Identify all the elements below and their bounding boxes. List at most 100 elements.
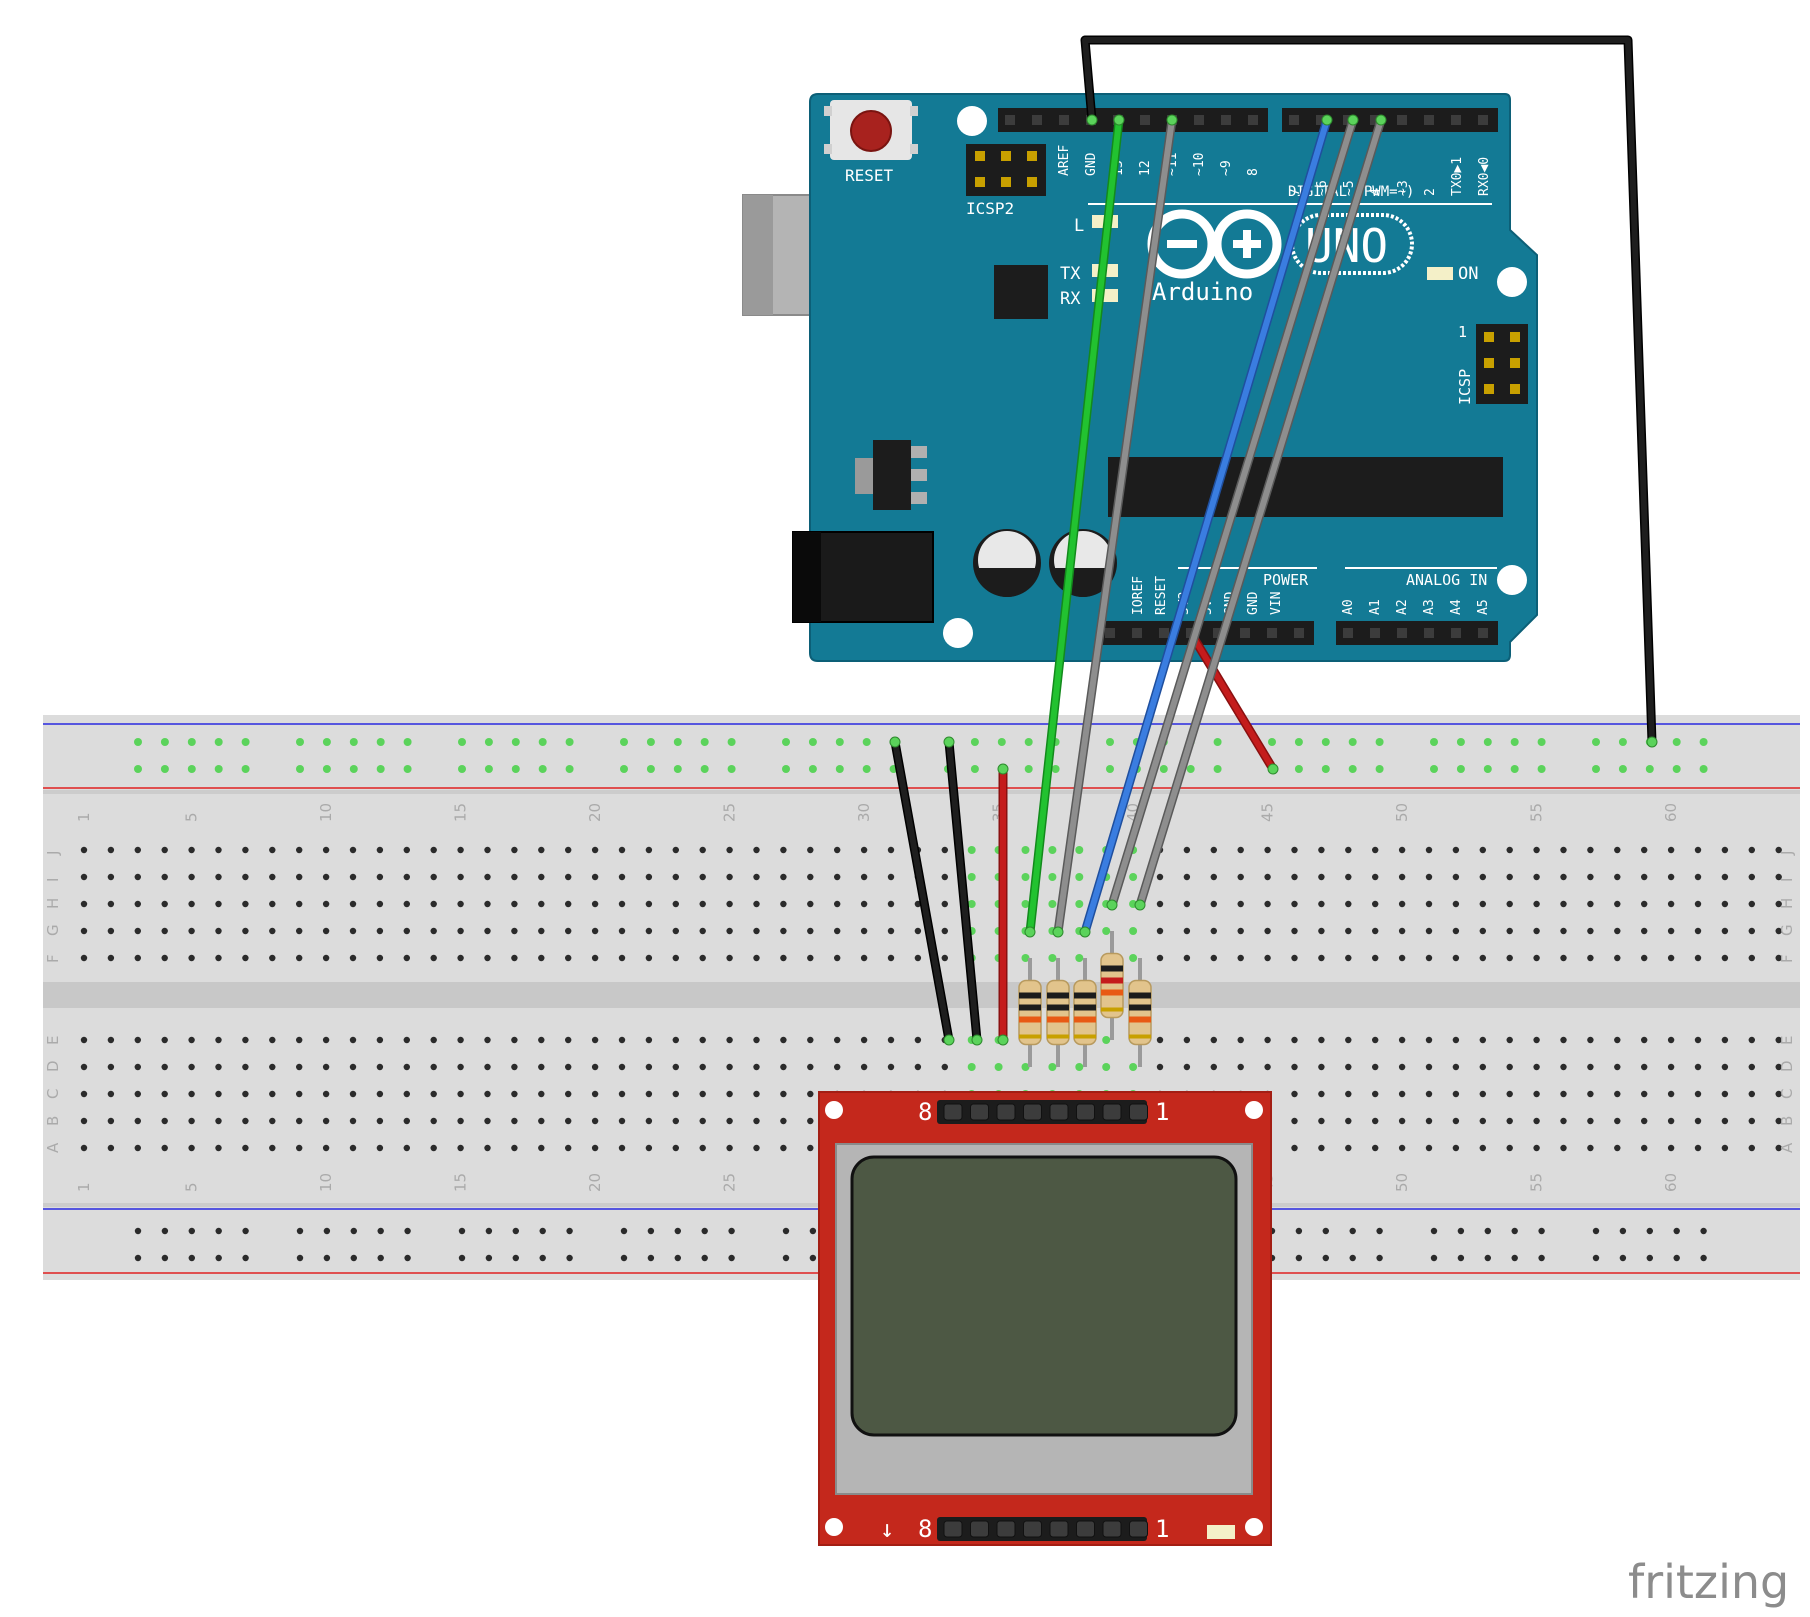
header-pin[interactable] <box>1451 628 1461 638</box>
header-pin[interactable] <box>1451 115 1461 125</box>
reset-button[interactable] <box>850 110 892 152</box>
rail-hole <box>1484 1254 1492 1262</box>
breadboard-hole <box>1129 927 1138 935</box>
icsp2-pin[interactable] <box>975 151 985 161</box>
breadboard-hole <box>430 873 437 881</box>
breadboard-hole <box>618 1036 626 1044</box>
lcd-pin[interactable] <box>1102 1520 1122 1538</box>
header-pin[interactable] <box>1248 115 1258 125</box>
wire-end[interactable] <box>1052 926 1064 938</box>
header-pin[interactable] <box>1294 628 1304 638</box>
resistor[interactable] <box>1128 958 1152 1067</box>
header-pin[interactable] <box>1159 628 1169 638</box>
lcd-pin[interactable] <box>1076 1103 1095 1121</box>
header-pin[interactable] <box>1105 628 1115 638</box>
breadboard-hole <box>484 1063 491 1071</box>
icsp2-pin[interactable] <box>1001 151 1011 161</box>
header-pin[interactable] <box>1397 628 1407 638</box>
lcd-pin[interactable] <box>943 1103 963 1121</box>
wire-end[interactable] <box>1267 763 1279 775</box>
header-pin[interactable] <box>1478 115 1488 125</box>
header-pin[interactable] <box>1221 115 1231 125</box>
icsp2-pin[interactable] <box>1027 151 1037 161</box>
wire-end[interactable] <box>889 736 901 748</box>
lcd-pin[interactable] <box>1102 1103 1122 1121</box>
wire-end[interactable] <box>943 1034 955 1046</box>
lcd-pin[interactable] <box>1049 1520 1069 1538</box>
lcd-pin[interactable] <box>996 1103 1016 1121</box>
wire-end[interactable] <box>1086 114 1098 126</box>
rail-hole <box>188 1227 195 1235</box>
header-pin[interactable] <box>1140 115 1150 125</box>
wire-end[interactable] <box>1024 926 1036 938</box>
wire-end[interactable] <box>1166 114 1178 126</box>
header-pin[interactable] <box>1005 115 1015 125</box>
resistor[interactable] <box>1100 931 1124 1040</box>
wire-end[interactable] <box>943 736 955 748</box>
breadboard-hole <box>1721 954 1729 962</box>
wire-end[interactable] <box>1646 736 1658 748</box>
header-pin[interactable] <box>1213 628 1223 638</box>
wire-end[interactable] <box>997 763 1009 775</box>
breadboard-hole <box>1210 900 1218 908</box>
resistor[interactable] <box>1018 958 1042 1067</box>
header-pin[interactable] <box>1424 628 1434 638</box>
icsp-pin[interactable] <box>1484 384 1494 394</box>
header-pin[interactable] <box>1316 115 1326 125</box>
header-pin[interactable] <box>1370 115 1380 125</box>
breadboard-hole <box>80 1144 88 1152</box>
header-pin[interactable] <box>1370 628 1380 638</box>
icsp-pin[interactable] <box>1510 358 1520 368</box>
header-pin[interactable] <box>1343 628 1353 638</box>
header-pin[interactable] <box>1424 115 1434 125</box>
resistor[interactable] <box>1046 958 1070 1067</box>
resistor[interactable] <box>1073 958 1097 1067</box>
breadboard-hole <box>860 1063 868 1071</box>
lcd-pin[interactable] <box>970 1520 989 1538</box>
breadboard-hole <box>188 846 195 854</box>
icsp-pin[interactable] <box>1484 358 1494 368</box>
breadboard-hole <box>699 954 706 962</box>
icsp-pin[interactable] <box>1510 332 1520 342</box>
wire-end[interactable] <box>1347 114 1359 126</box>
header-pin[interactable] <box>1240 628 1250 638</box>
lcd-pin[interactable] <box>1076 1520 1095 1538</box>
wire-end[interactable] <box>1321 114 1333 126</box>
lcd-pin[interactable] <box>1023 1103 1042 1121</box>
header-pin[interactable] <box>1478 628 1488 638</box>
icsp-pin[interactable] <box>1510 384 1520 394</box>
lcd-pin[interactable] <box>1023 1520 1042 1538</box>
lcd-pin[interactable] <box>996 1520 1016 1538</box>
wire-end[interactable] <box>1113 114 1125 126</box>
icsp2-pin[interactable] <box>1001 177 1011 187</box>
wire-end[interactable] <box>1106 899 1118 911</box>
lcd-pin[interactable] <box>970 1103 989 1121</box>
lcd-pin[interactable] <box>1049 1103 1069 1121</box>
wire-end[interactable] <box>971 1034 983 1046</box>
wire-end[interactable] <box>1134 899 1146 911</box>
header-pin[interactable] <box>1289 115 1299 125</box>
breadboard-hole <box>1398 954 1406 962</box>
icsp2-header <box>966 144 1046 196</box>
lcd-pin[interactable] <box>943 1520 963 1538</box>
lcd-pin[interactable] <box>1129 1103 1148 1121</box>
header-pin[interactable] <box>1267 628 1277 638</box>
icsp-pin[interactable] <box>1484 332 1494 342</box>
header-pin[interactable] <box>1194 115 1204 125</box>
breadboard-column-number: 30 <box>855 803 873 822</box>
wire-end[interactable] <box>1079 926 1091 938</box>
rail-hole <box>1483 738 1492 746</box>
header-pin[interactable] <box>1059 115 1069 125</box>
breadboard-hole <box>1775 1144 1782 1152</box>
breadboard-hole <box>134 1063 141 1071</box>
icsp2-pin[interactable] <box>1027 177 1037 187</box>
icsp2-pin[interactable] <box>975 177 985 187</box>
wire-end[interactable] <box>1375 114 1387 126</box>
wire-end[interactable] <box>997 1034 1009 1046</box>
header-pin[interactable] <box>1397 115 1407 125</box>
breadboard-hole <box>565 954 572 962</box>
header-pin[interactable] <box>1132 628 1142 638</box>
lcd-pin[interactable] <box>1129 1520 1148 1538</box>
header-pin[interactable] <box>1032 115 1042 125</box>
rail-hole <box>1457 1227 1465 1235</box>
